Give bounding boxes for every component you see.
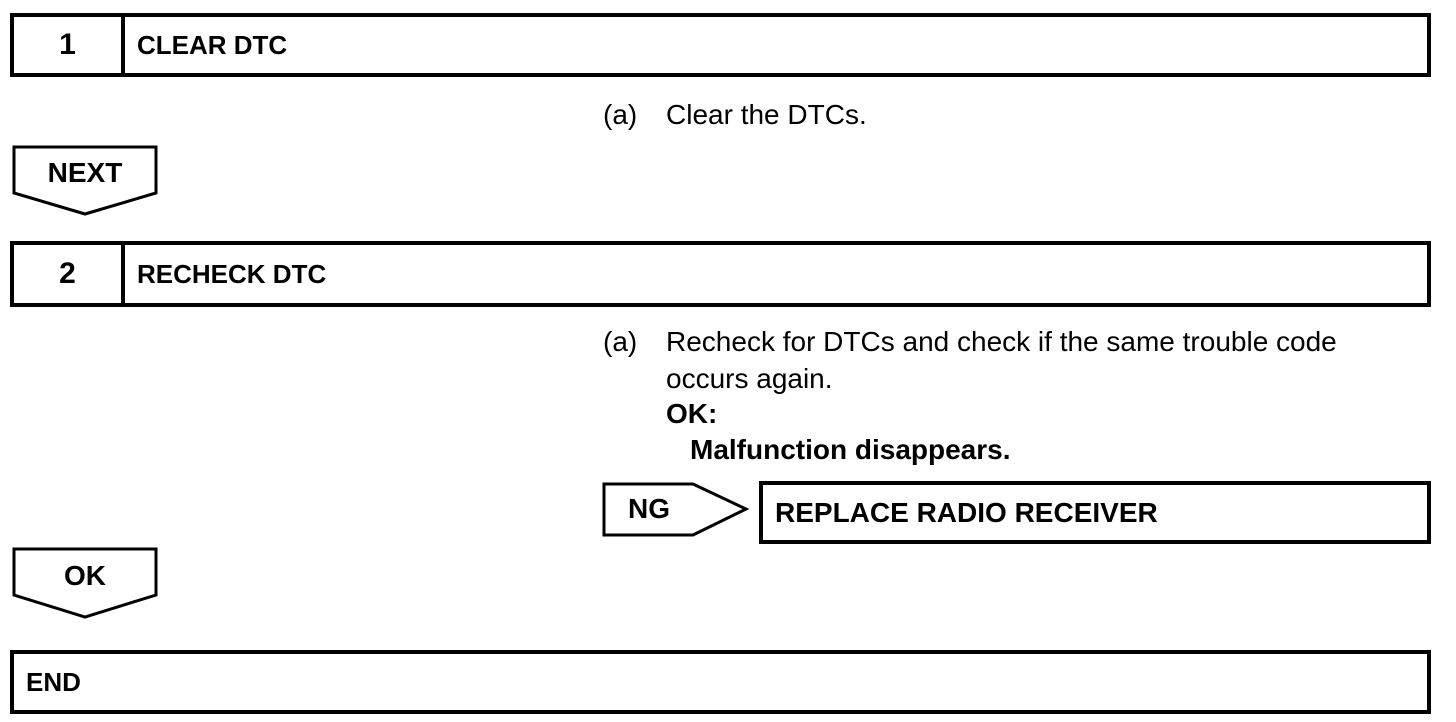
- ok-criteria-result: Malfunction disappears.: [690, 434, 1011, 465]
- step-2-number: 2: [14, 245, 125, 303]
- step-1-title: CLEAR DTC: [137, 29, 288, 60]
- end-box: END: [10, 650, 1431, 714]
- ng-action-box: REPLACE RADIO RECEIVER: [759, 481, 1431, 544]
- next-label: NEXT: [47, 157, 123, 188]
- step-2-header: 2 RECHECK DTC: [10, 241, 1431, 307]
- ok-criteria-heading: OK:: [666, 398, 718, 429]
- step-1-instruction-marker: (a): [603, 99, 638, 130]
- step-1-header: 1 CLEAR DTC: [10, 13, 1431, 77]
- step-2-instruction-line-1: Recheck for DTCs and check if the same t…: [666, 326, 1337, 357]
- step-1-number: 1: [14, 17, 125, 73]
- step-2-title: RECHECK DTC: [137, 258, 327, 289]
- step-2-instruction-marker: (a): [603, 326, 638, 357]
- step-2-instruction-line-2: occurs again.: [666, 363, 833, 394]
- ok-label: OK: [64, 560, 106, 591]
- ng-label: NG: [628, 493, 670, 524]
- step-1-instruction-text: Clear the DTCs.: [666, 99, 867, 130]
